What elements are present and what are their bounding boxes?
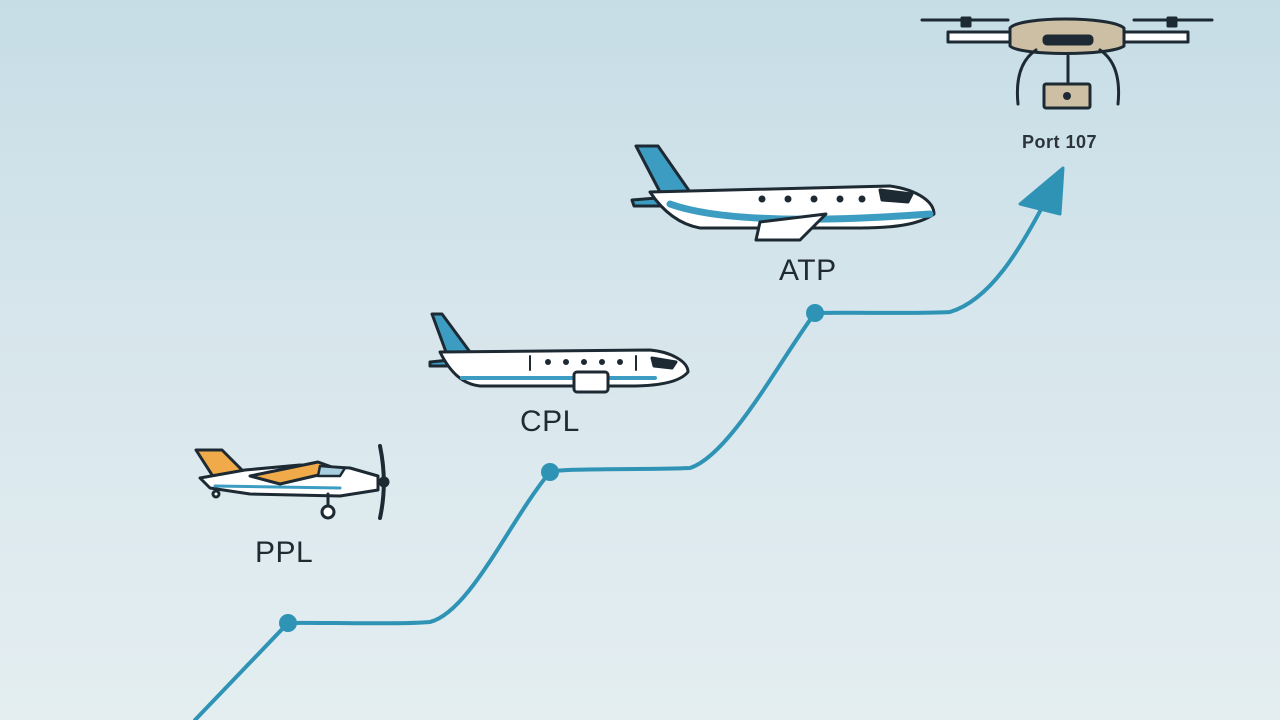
label-cpl: CPL	[520, 405, 580, 438]
label-atp: ATP	[779, 254, 837, 287]
progression-path	[193, 196, 1049, 720]
label-ppl: PPL	[255, 536, 314, 569]
drone-icon	[920, 16, 1214, 110]
milestone-dot-cpl	[541, 463, 559, 481]
milestone-dot-ppl	[279, 614, 297, 632]
small-propeller-plane-icon	[194, 444, 390, 520]
progression-arrowhead	[1018, 166, 1065, 216]
jet-airliner-icon	[630, 144, 936, 242]
milestone-dot-atp	[806, 304, 824, 322]
regional-airliner-icon	[428, 312, 690, 394]
label-part107: Port 107	[1022, 132, 1098, 152]
